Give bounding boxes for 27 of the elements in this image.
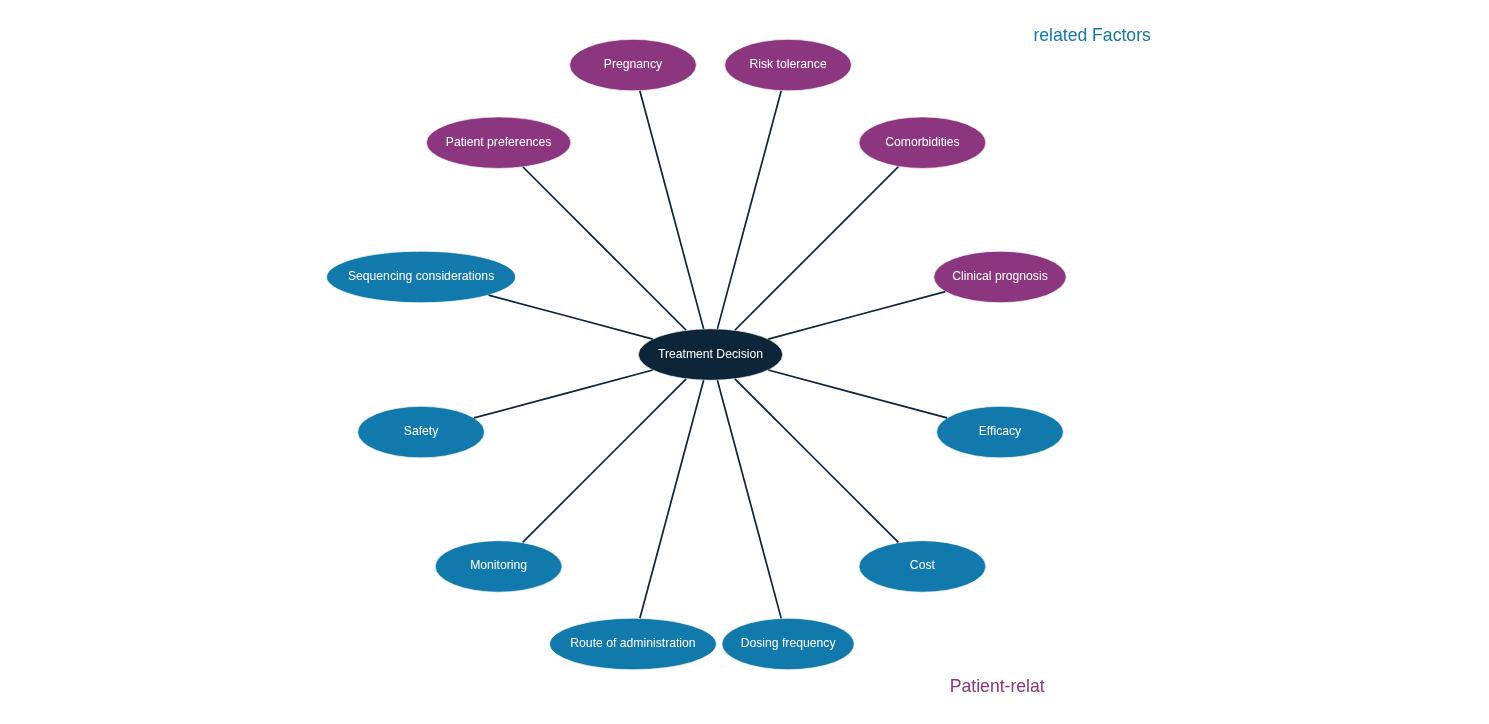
node-ellipse: Dosing frequency bbox=[721, 617, 855, 671]
node-ellipse: Safety bbox=[356, 406, 485, 459]
connector bbox=[521, 166, 687, 332]
connector bbox=[766, 290, 946, 340]
connector bbox=[487, 294, 654, 340]
node-ellipse: Route of administration bbox=[548, 617, 717, 671]
label: Patient-relat bbox=[949, 675, 1045, 696]
node-ellipse: Sequencing considerations bbox=[325, 250, 516, 304]
connector bbox=[716, 379, 782, 620]
node-ellipse: Clinical prognosis bbox=[932, 250, 1066, 304]
node-ellipse: Patient preferences bbox=[425, 116, 571, 169]
node-ellipse: Comorbidities bbox=[858, 116, 986, 169]
connector bbox=[766, 369, 948, 419]
connector bbox=[733, 378, 899, 544]
connector bbox=[521, 378, 687, 544]
connector bbox=[716, 89, 782, 330]
connector bbox=[638, 379, 704, 619]
node-ellipse: Risk tolerance bbox=[723, 39, 852, 92]
node-ellipse: Efficacy bbox=[935, 406, 1064, 459]
node-ellipse: Cost bbox=[858, 540, 986, 593]
connector bbox=[472, 369, 654, 419]
node-ellipse: Monitoring bbox=[434, 540, 562, 593]
connector bbox=[733, 165, 899, 332]
connector bbox=[638, 89, 704, 330]
label: related Factors bbox=[1032, 24, 1151, 45]
node-ellipse: Pregnancy bbox=[568, 39, 697, 92]
node-ellipse: Treatment Decision bbox=[637, 328, 783, 381]
